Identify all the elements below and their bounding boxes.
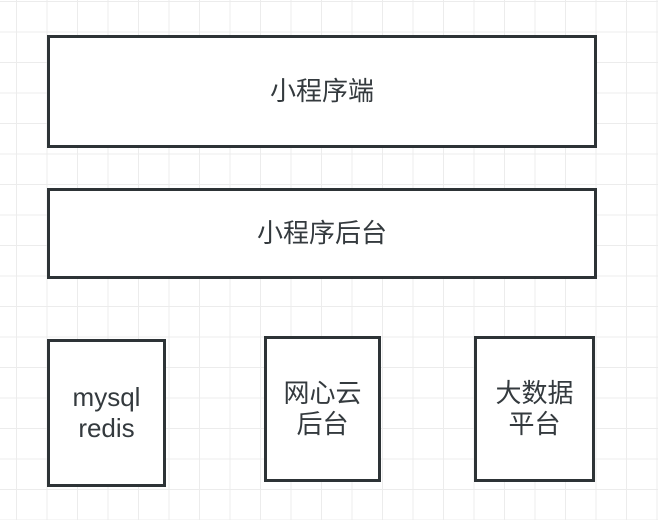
node-miniprogram-client[interactable]: 小程序端 xyxy=(47,35,597,148)
node-label: 小程序后台 xyxy=(256,218,387,248)
node-label-line: redis xyxy=(78,413,135,443)
node-label: 小程序端 xyxy=(269,76,374,106)
node-label-line: 后台 xyxy=(296,409,349,439)
node-label-line: 平台 xyxy=(508,409,561,439)
node-mysql-redis[interactable]: mysql redis xyxy=(47,339,166,487)
node-label-line: mysql xyxy=(72,382,141,412)
node-miniprogram-backend[interactable]: 小程序后台 xyxy=(47,188,597,279)
node-bigdata-platform[interactable]: 大数据 平台 xyxy=(474,336,595,482)
node-label-line: 大数据 xyxy=(495,378,574,408)
node-wangxin-cloud-backend[interactable]: 网心云 后台 xyxy=(264,336,381,482)
node-label-line: 网心云 xyxy=(283,378,362,408)
